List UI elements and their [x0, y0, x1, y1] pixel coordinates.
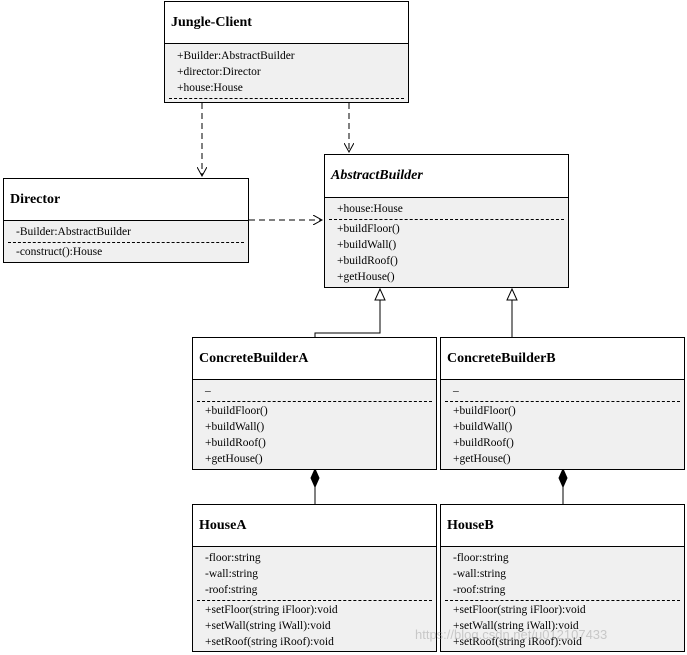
operations-section: +buildFloor() +buildWall() +buildRoof() … — [193, 403, 436, 467]
class-jungle-client: Jungle-Client +Builder:AbstractBuilder +… — [164, 1, 409, 103]
attribute: -Builder:AbstractBuilder — [16, 226, 131, 238]
section-separator — [445, 401, 680, 402]
attribute: +director:Director — [177, 66, 261, 78]
class-concrete-builder-a: ConcreteBuilderA – +buildFloor() +buildW… — [192, 337, 437, 470]
class-name: AbstractBuilder — [325, 155, 568, 198]
operations-section: +setFloor(string iFloor):void +setWall(s… — [441, 602, 684, 650]
operation: +getHouse() — [453, 453, 511, 465]
operation: +getHouse() — [205, 453, 263, 465]
operation: +buildWall() — [337, 239, 397, 251]
attribute: +house:House — [337, 203, 403, 215]
attributes-section: – — [441, 380, 684, 399]
operation: +buildRoof() — [337, 255, 398, 267]
attribute: -roof:string — [205, 584, 258, 596]
section-separator — [329, 219, 564, 220]
operation: +buildRoof() — [453, 437, 514, 449]
attribute: -wall:string — [205, 568, 259, 580]
operation: +setRoof(string iRoof):void — [453, 636, 582, 648]
attributes-section: -floor:string -wall:string -roof:string — [193, 547, 436, 598]
class-name: Jungle-Client — [165, 2, 408, 44]
attribute: – — [453, 385, 459, 397]
operation: +setFloor(string iFloor):void — [453, 604, 586, 616]
operations-section: +setFloor(string iFloor):void +setWall(s… — [193, 602, 436, 650]
operation: +buildFloor() — [205, 405, 268, 417]
attributes-section: +house:House — [325, 198, 568, 217]
class-name: Director — [4, 179, 248, 221]
operation: +buildFloor() — [453, 405, 516, 417]
attributes-section: – — [193, 380, 436, 399]
section-separator — [197, 600, 432, 601]
composition-a-diamond — [310, 467, 320, 489]
section-separator — [197, 401, 432, 402]
attribute: -wall:string — [453, 568, 507, 580]
operation: +buildWall() — [205, 421, 265, 433]
attribute: -floor:string — [453, 552, 509, 564]
attribute: +Builder:AbstractBuilder — [177, 50, 295, 62]
attributes-section: -Builder:AbstractBuilder — [4, 221, 248, 240]
section-separator — [8, 242, 244, 243]
operations-section: -construct():House — [4, 244, 248, 260]
class-house-b: HouseB -floor:string -wall:string -roof:… — [440, 504, 685, 652]
section-separator — [445, 600, 680, 601]
class-name: HouseA — [193, 505, 436, 547]
generalization-a-line — [314, 300, 381, 337]
operation: +getHouse() — [337, 271, 395, 283]
class-name: HouseB — [441, 505, 684, 547]
class-director: Director -Builder:AbstractBuilder -const… — [3, 178, 249, 263]
generalization-a-head — [374, 287, 386, 301]
attribute: -roof:string — [453, 584, 506, 596]
operation: +setWall(string iWall):void — [453, 620, 579, 632]
operation: +setFloor(string iFloor):void — [205, 604, 338, 616]
operation: +buildFloor() — [337, 223, 400, 235]
class-house-a: HouseA -floor:string -wall:string -roof:… — [192, 504, 437, 652]
class-concrete-builder-b: ConcreteBuilderB – +buildFloor() +buildW… — [440, 337, 685, 470]
generalization-b-head — [506, 287, 518, 301]
operations-section: +buildFloor() +buildWall() +buildRoof() … — [441, 403, 684, 467]
operation: +setRoof(string iRoof):void — [205, 636, 334, 648]
class-name: ConcreteBuilderB — [441, 338, 684, 380]
attribute: +house:House — [177, 82, 243, 94]
operation: -construct():House — [16, 246, 103, 258]
section-separator — [169, 98, 404, 99]
class-name: ConcreteBuilderA — [193, 338, 436, 380]
operation: +setWall(string iWall):void — [205, 620, 331, 632]
composition-b-diamond — [558, 467, 568, 489]
attributes-section: +Builder:AbstractBuilder +director:Direc… — [165, 44, 408, 96]
attribute: – — [205, 385, 211, 397]
operation: +buildWall() — [453, 421, 513, 433]
watermark-text: https://blog.csdn.net/u012107433 — [415, 627, 608, 642]
class-abstract-builder: AbstractBuilder +house:House +buildFloor… — [324, 154, 569, 288]
operation: +buildRoof() — [205, 437, 266, 449]
attributes-section: -floor:string -wall:string -roof:string — [441, 547, 684, 598]
operations-section: +buildFloor() +buildWall() +buildRoof() … — [325, 221, 568, 285]
attribute: -floor:string — [205, 552, 261, 564]
